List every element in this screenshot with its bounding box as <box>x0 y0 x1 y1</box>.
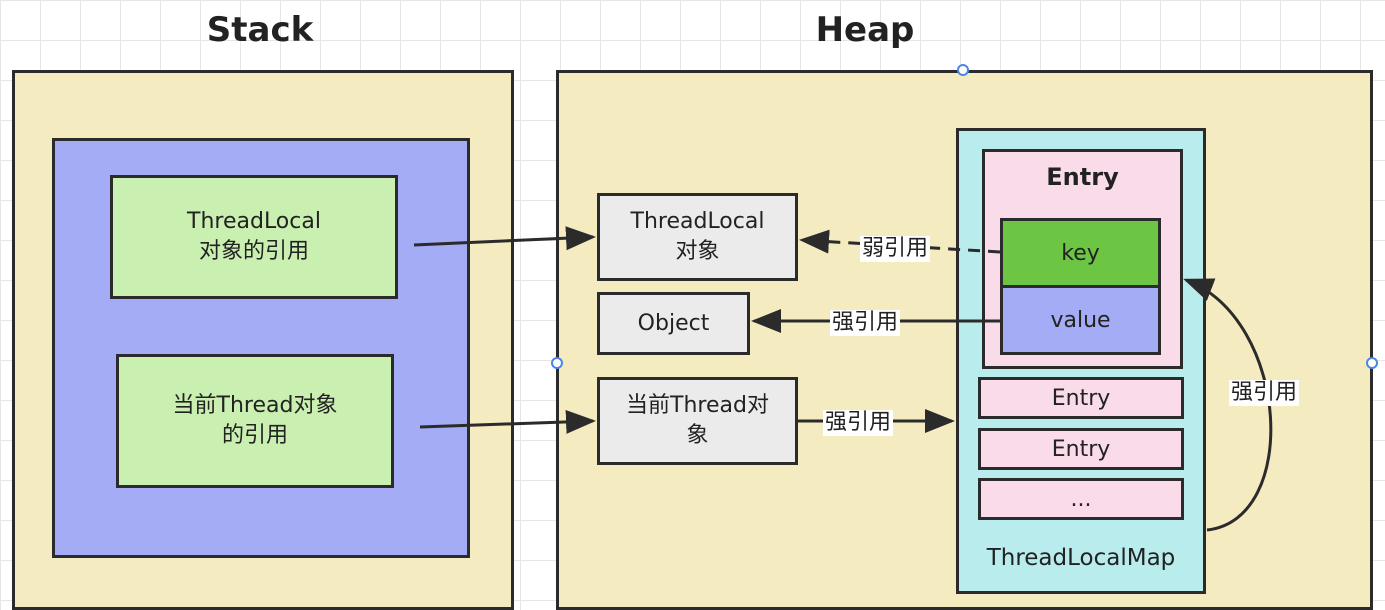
resize-handle-left[interactable] <box>551 357 563 369</box>
threadlocal-object-box[interactable]: ThreadLocal 对象 <box>597 193 798 281</box>
value-cell[interactable]: value <box>1000 285 1161 355</box>
entry-row-ellipsis[interactable]: ... <box>978 478 1184 520</box>
strong-reference-value-label: 强引用 <box>830 310 901 336</box>
thread-reference-box[interactable]: 当前Thread对象 的引用 <box>116 354 394 488</box>
entry-row[interactable]: Entry <box>978 377 1184 419</box>
weak-reference-label: 弱引用 <box>860 236 931 262</box>
stack-title: Stack <box>206 10 314 50</box>
resize-handle-top[interactable] <box>957 64 969 76</box>
threadlocal-reference-box[interactable]: ThreadLocal 对象的引用 <box>110 175 398 299</box>
heap-title: Heap <box>815 10 915 50</box>
resize-handle-right[interactable] <box>1366 357 1378 369</box>
threadlocal-reference-arrow[interactable] <box>413 226 596 251</box>
entry-title: Entry <box>1046 163 1119 191</box>
thread-reference-arrow[interactable] <box>419 409 596 434</box>
weak-reference-arrow[interactable] <box>799 229 1001 254</box>
thread-object-box[interactable]: 当前Thread对 象 <box>597 377 798 465</box>
strong-reference-thread-label: 强引用 <box>823 410 894 436</box>
object-box[interactable]: Object <box>597 292 750 355</box>
arrow-layer <box>413 226 1273 532</box>
strong-reference-loop-arrow[interactable] <box>1183 278 1273 532</box>
strong-reference-loop-label: 强引用 <box>1229 380 1300 406</box>
threadlocalmap-label: ThreadLocalMap <box>986 545 1176 571</box>
entry-row[interactable]: Entry <box>978 428 1184 470</box>
